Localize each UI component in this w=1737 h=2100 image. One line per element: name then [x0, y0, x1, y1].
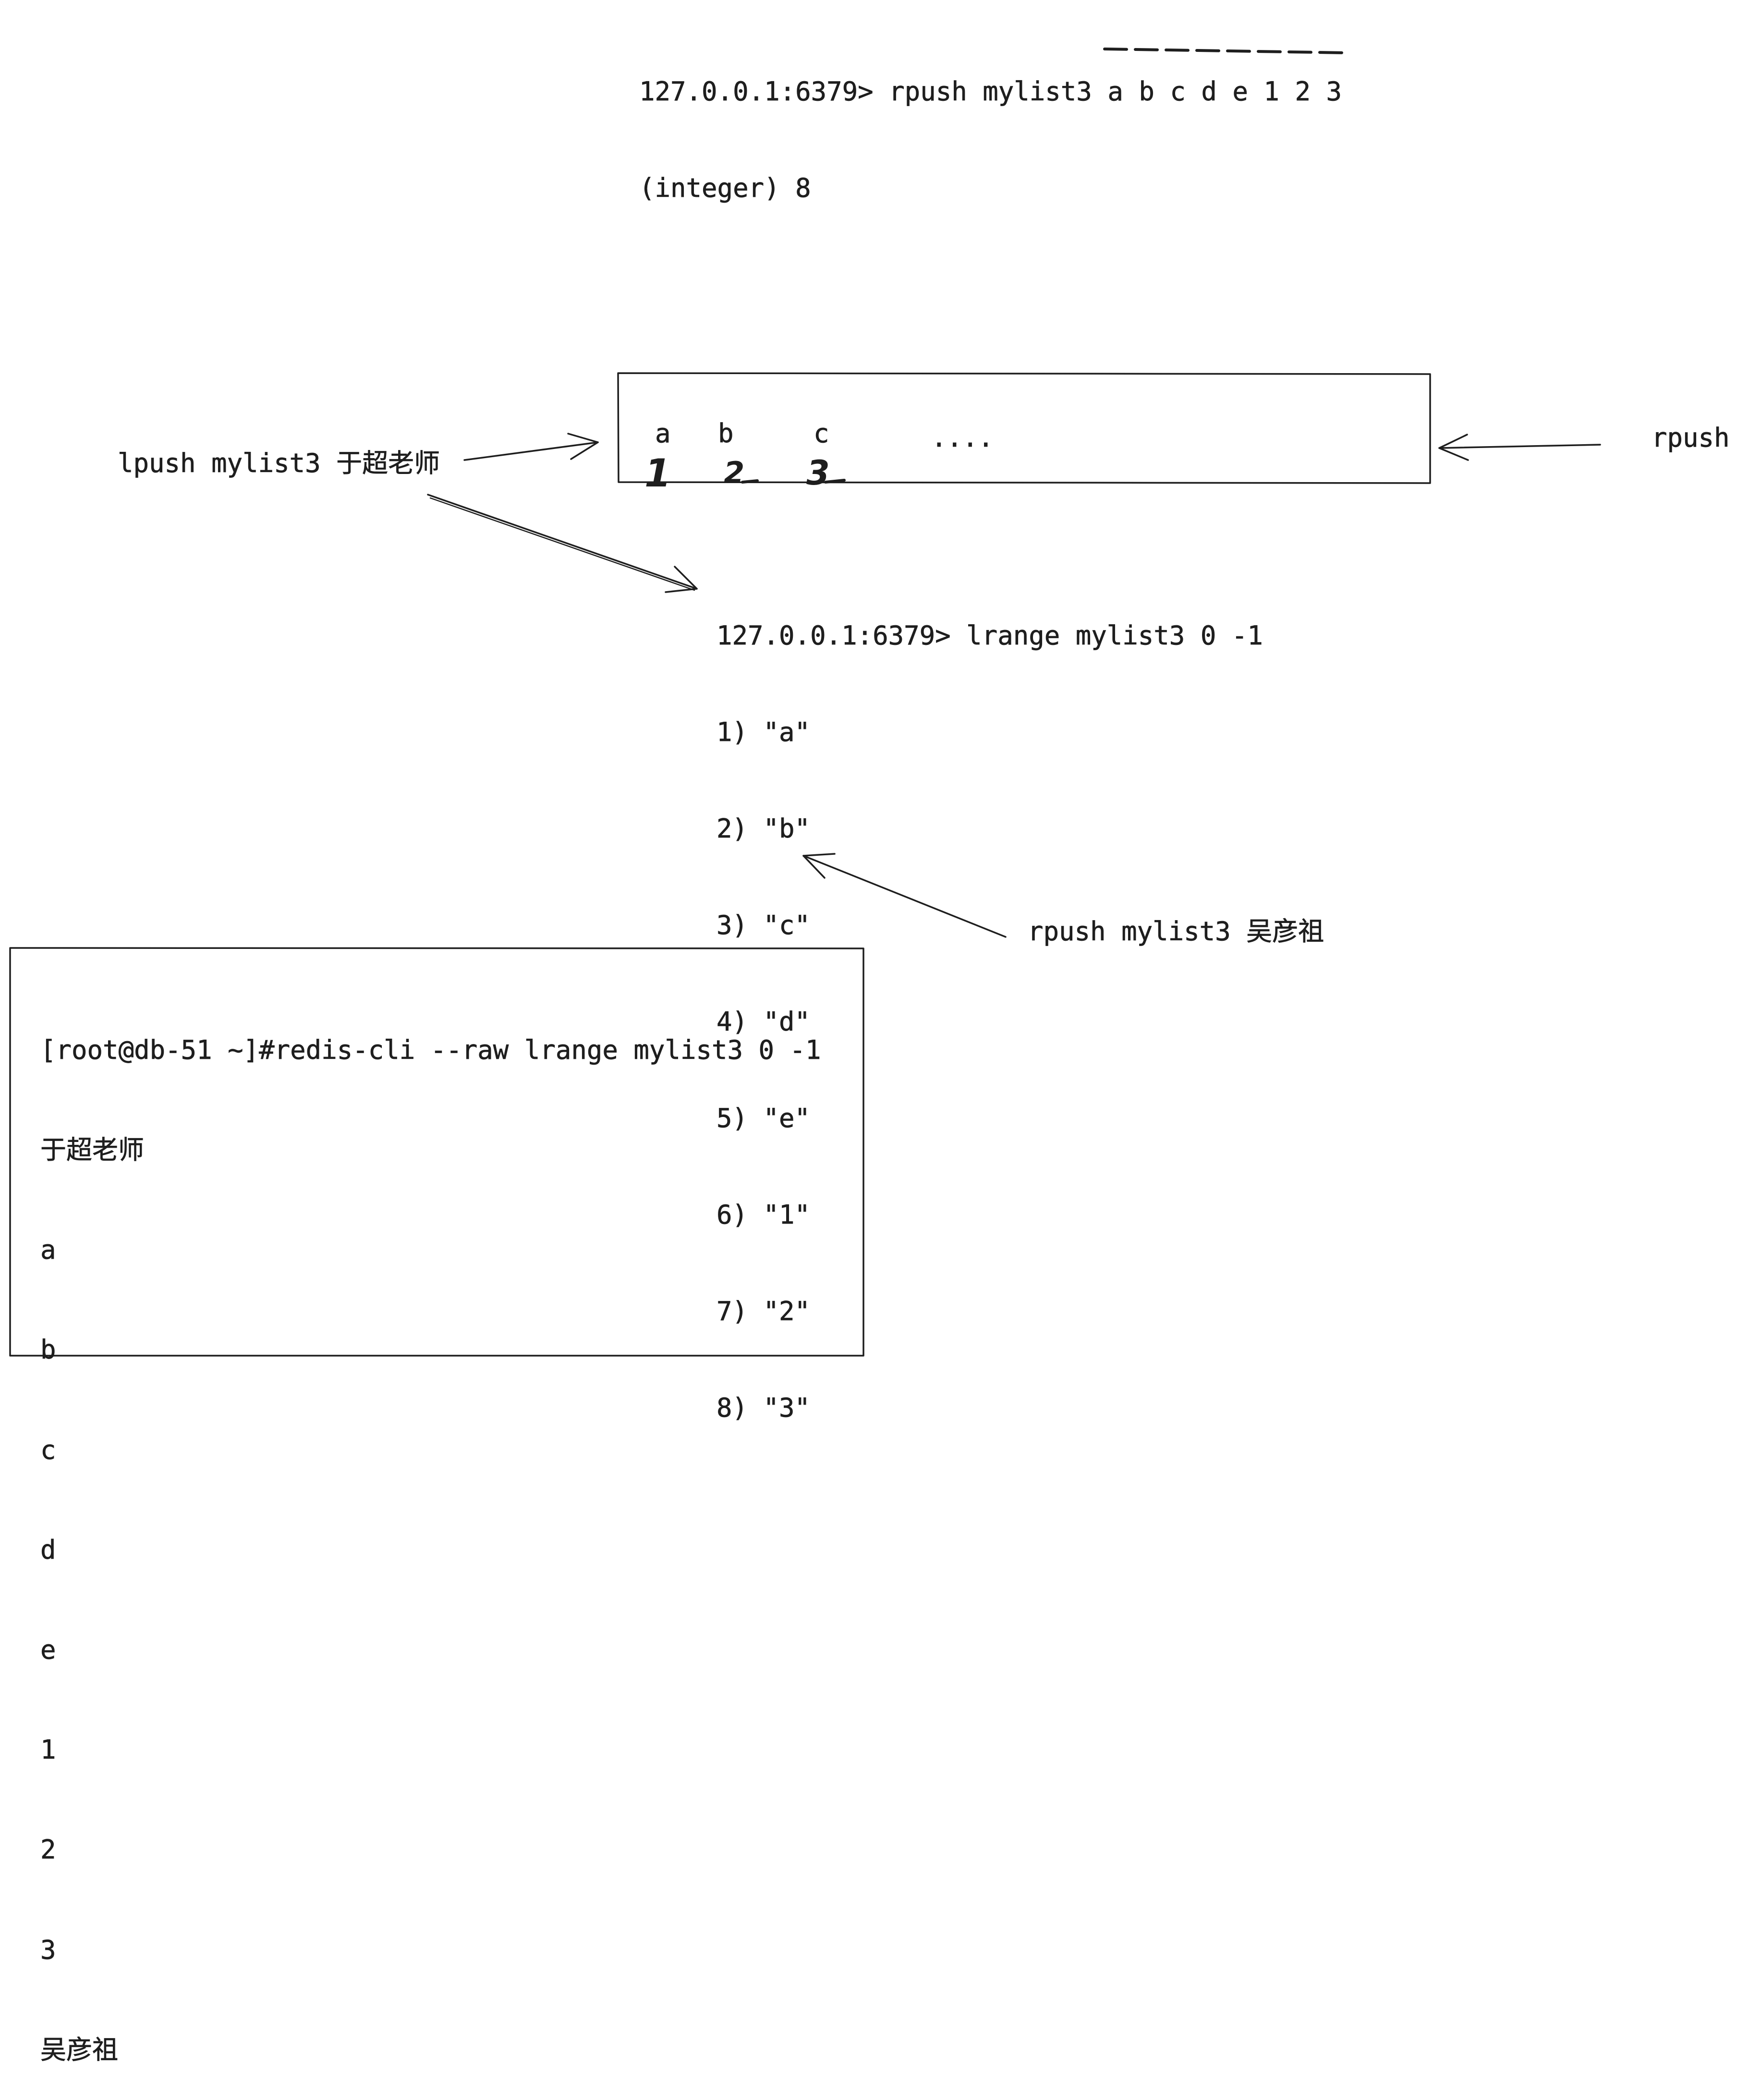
lrange-command-line: 127.0.0.1:6379> lrange mylist3 0 -1 [717, 620, 1263, 651]
lpush-label: lpush mylist3 于超老师 [118, 448, 440, 479]
lrange-result-line: 3) "c" [717, 910, 811, 941]
lrange-result-line: 7) "2" [717, 1296, 811, 1327]
index-mark: 3 [806, 453, 830, 493]
sketch-canvas [9, 48, 1601, 1357]
terminal-output-block: [root@db-51 ~]#redis-cli --raw lrange my… [40, 967, 821, 2100]
rpush-label: rpush [1652, 423, 1730, 453]
lpush-arrow [463, 433, 599, 461]
terminal-output-line: 吴彦祖 [40, 2034, 119, 2065]
lrange-result-line: 5) "e" [717, 1103, 811, 1134]
index-mark: 1 [644, 451, 671, 496]
terminal-box-border [9, 947, 864, 1357]
lrange-result-line: 6) "1" [717, 1200, 811, 1230]
index-mark-strokes [741, 479, 846, 484]
rpush-bottom-label: rpush mylist3 吴彦祖 [1028, 916, 1324, 947]
terminal-command-line: [root@db-51 ~]#redis-cli --raw lrange my… [40, 1034, 821, 1065]
index-mark: 2 [724, 455, 745, 490]
lpush-to-lrange-arrow [427, 494, 698, 593]
lrange-result-line: 2) "b" [717, 813, 811, 844]
rpush-command-block: 127.0.0.1:6379> rpush mylist3 a b c d e … [639, 11, 1342, 236]
terminal-output-line: d [40, 1534, 56, 1565]
rpush-bottom-arrow [802, 853, 1007, 938]
list-item: c [814, 418, 829, 449]
list-ellipsis: .... [931, 423, 994, 453]
list-item: b [718, 418, 734, 449]
terminal-output-line: c [40, 1434, 56, 1465]
rpush-command-line: 127.0.0.1:6379> rpush mylist3 a b c d e … [639, 76, 1342, 107]
terminal-output-line: 3 [40, 1934, 56, 1965]
lrange-result-line: 4) "d" [717, 1007, 811, 1037]
terminal-output-line: a [40, 1235, 56, 1265]
terminal-output-line: 1 [40, 1735, 56, 1765]
terminal-output-line: 于超老师 [40, 1135, 145, 1165]
terminal-output-line: 2 [40, 1834, 56, 1865]
list-box-border [617, 372, 1431, 484]
terminal-output-line: e [40, 1635, 56, 1665]
elements-underline [1103, 48, 1348, 54]
list-item: a [655, 418, 671, 449]
terminal-output-line: b [40, 1335, 56, 1365]
rpush-result-line: (integer) 8 [639, 173, 811, 204]
rpush-arrow [1438, 434, 1601, 461]
lrange-result-line: 1) "a" [717, 717, 811, 748]
